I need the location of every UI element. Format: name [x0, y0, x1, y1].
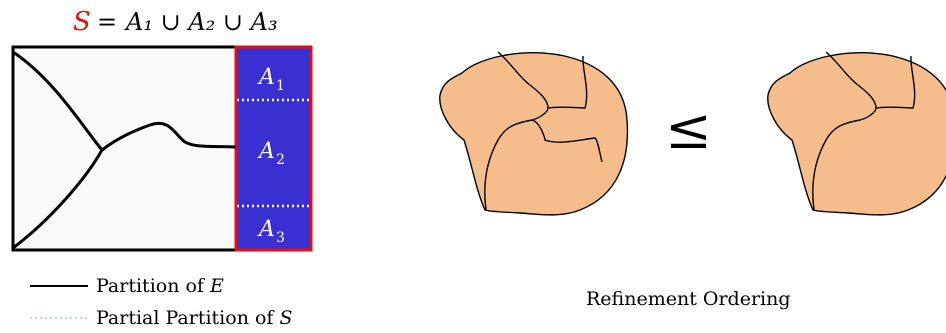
set-symbol: S [73, 7, 91, 37]
legend-dotted-label: Partial Partition of S [96, 307, 293, 329]
legend: Partition of E Partial Partition of S [30, 275, 293, 329]
region-label-a2-sub: 2 [276, 152, 285, 168]
finer-partition-blob [440, 52, 628, 215]
blob-left-shape [440, 53, 628, 215]
region-label-a3-sub: 3 [276, 230, 285, 246]
refinement-symbol: ≤ [665, 97, 712, 162]
set-equation: S = A₁ ∪ A₂ ∪ A₃ [73, 7, 278, 37]
region-label-a1-name: A [257, 65, 275, 90]
region-label-a3-name: A [257, 217, 275, 242]
coarser-partition-blob [768, 52, 946, 215]
region-label-a2-name: A [257, 139, 275, 164]
region-label-a1-sub: 1 [276, 78, 285, 94]
legend-solid-label: Partition of E [96, 275, 224, 297]
blob-right-shape [768, 53, 946, 215]
refinement-caption: Refinement Ordering [586, 288, 791, 310]
union-expression: A₁ ∪ A₂ ∪ A₃ [124, 8, 278, 36]
equals-sign: = [97, 8, 117, 36]
